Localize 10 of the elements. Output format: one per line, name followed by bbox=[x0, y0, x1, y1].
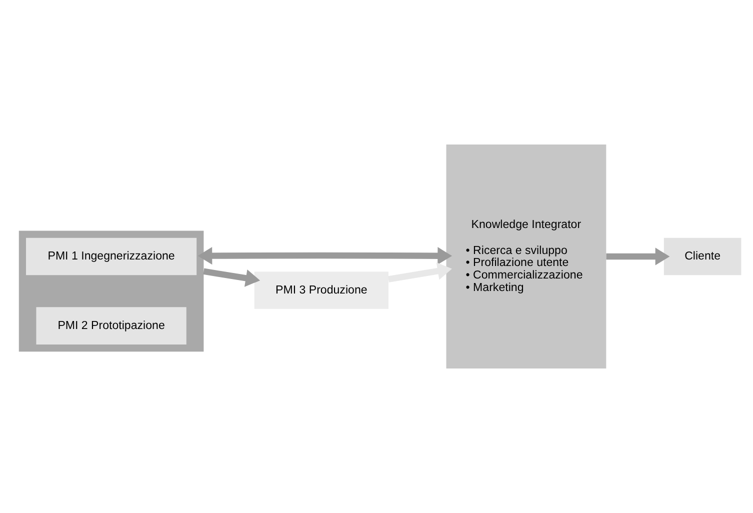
arrow bbox=[203, 268, 260, 287]
cluster bbox=[18, 230, 204, 352]
arrow bbox=[388, 262, 452, 282]
arrow bbox=[198, 246, 452, 265]
node-box: Knowledge Integrator • Ricerca e sviluppo • Profilazione utente • Commercializzazione • Marketing bbox=[446, 144, 606, 368]
node-box: PMI 3 Produzione bbox=[254, 272, 388, 309]
node-box: Cliente bbox=[664, 238, 742, 276]
node-box: PMI 2 Prototipazione bbox=[36, 307, 186, 344]
arrow bbox=[606, 248, 670, 266]
node-box: PMI 1 Ingegnerizzazione bbox=[26, 238, 197, 276]
